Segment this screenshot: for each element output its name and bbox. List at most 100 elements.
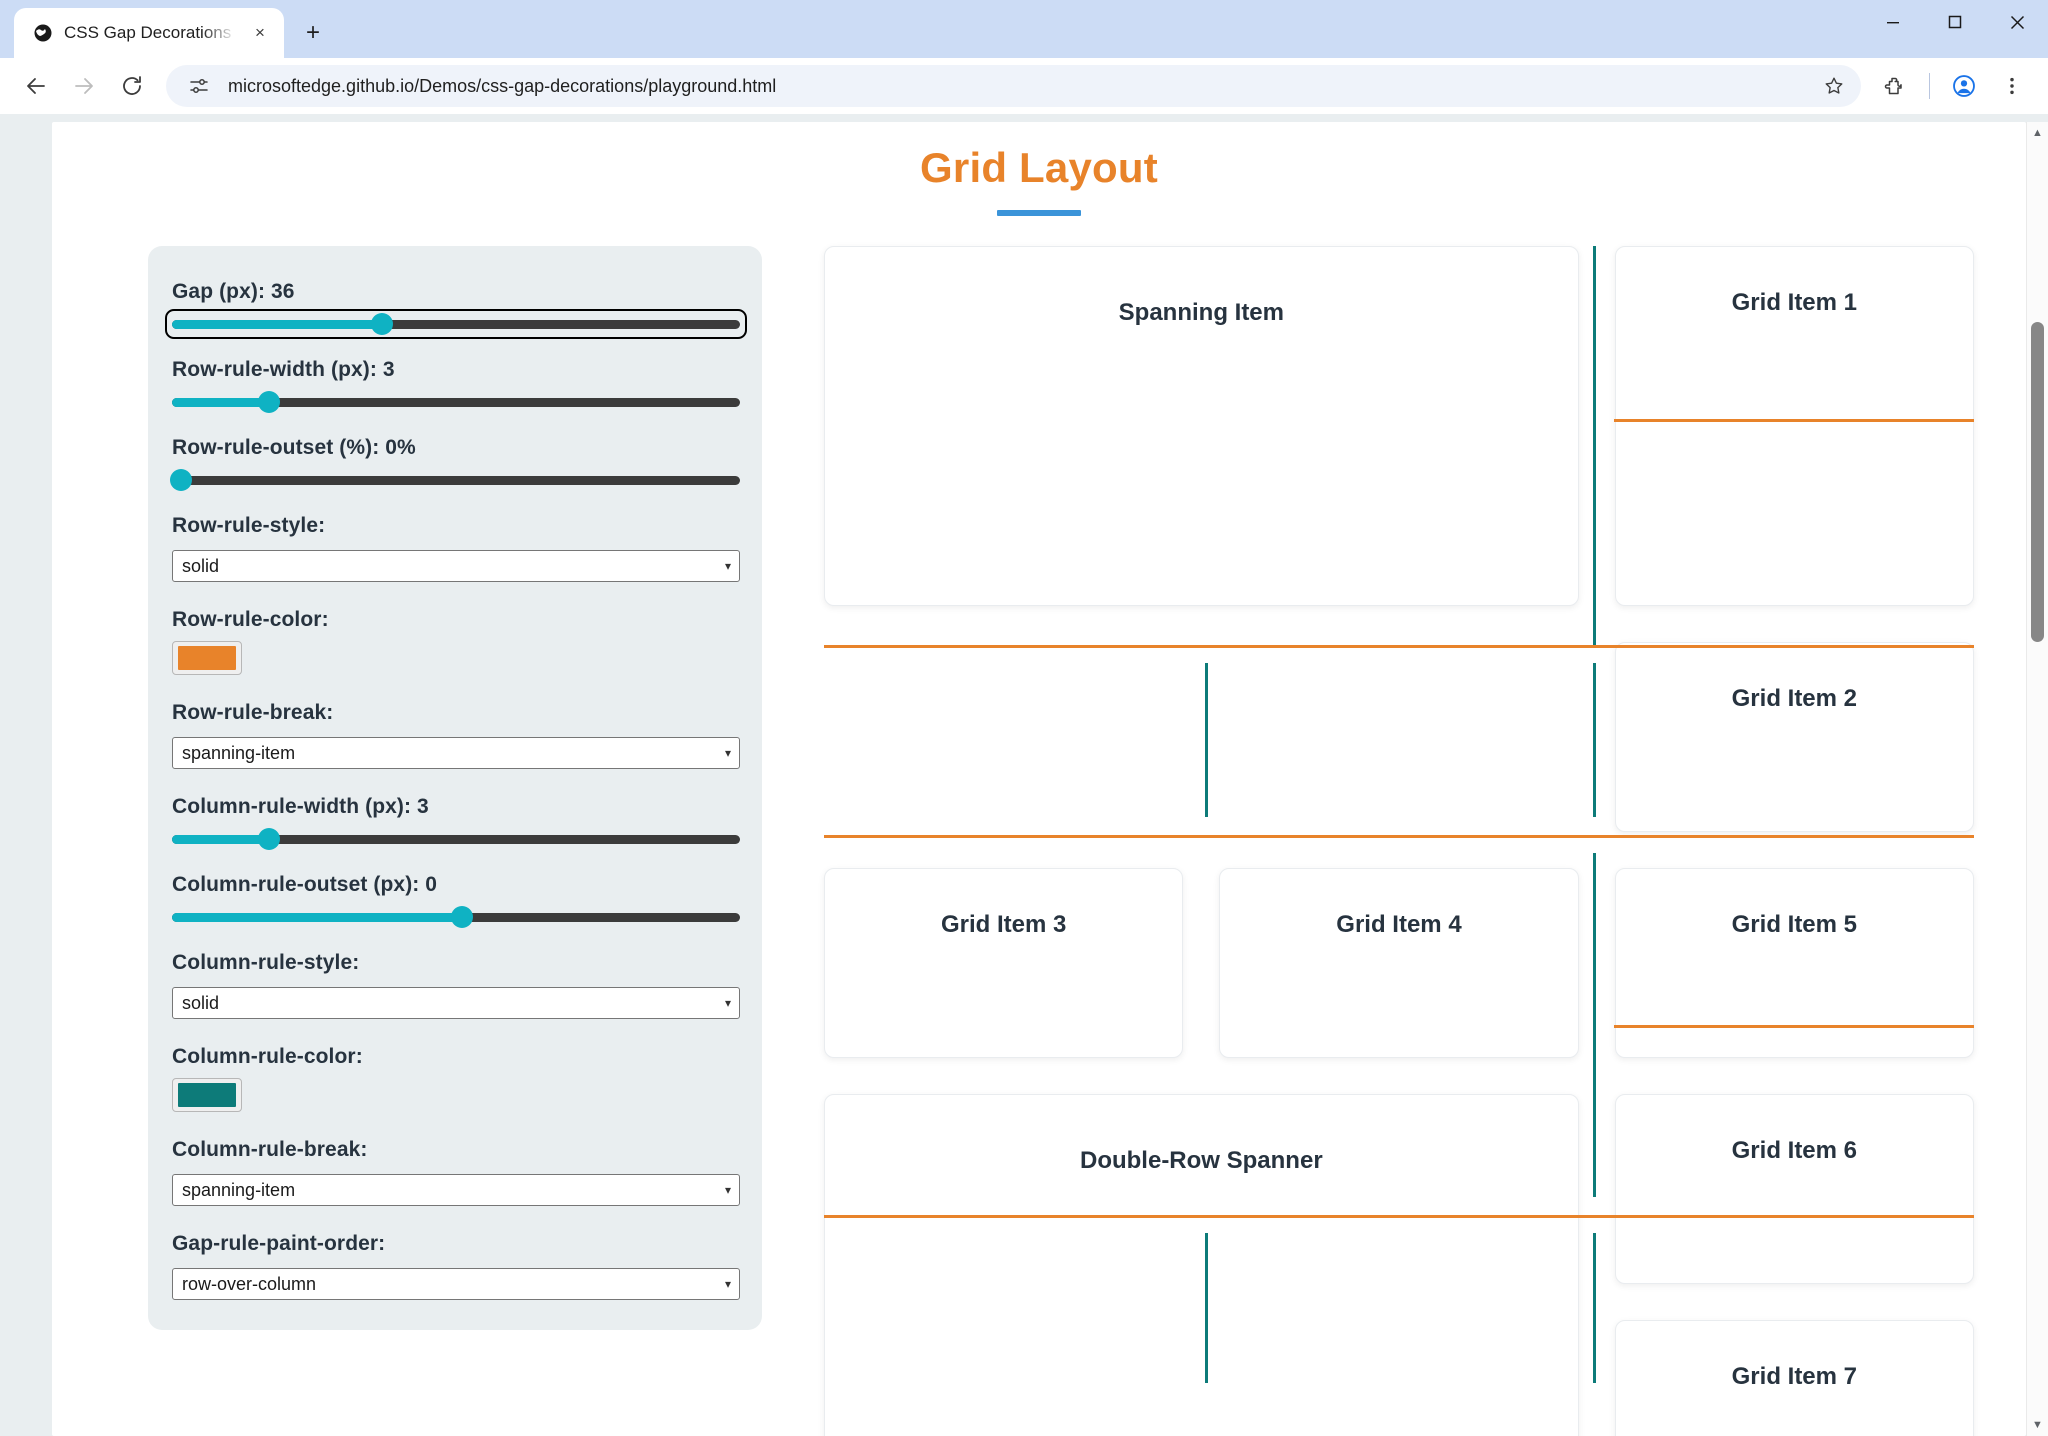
slider-thumb[interactable] — [257, 391, 280, 413]
column-rule-break-select[interactable]: spanning-item ▾ — [172, 1174, 740, 1206]
reload-icon[interactable] — [110, 64, 154, 108]
row-rule-break-select[interactable]: spanning-item ▾ — [172, 737, 740, 769]
control-label: Gap-rule-paint-order: — [172, 1232, 386, 1255]
slider-thumb[interactable] — [257, 828, 280, 850]
control-row-rule-style: Row-rule-style: solid ▾ — [172, 514, 740, 582]
slider-thumb[interactable] — [371, 313, 394, 335]
control-gap-rule-paint-order: Gap-rule-paint-order: row-over-column ▾ — [172, 1232, 740, 1300]
control-label: Gap (px): 36 — [172, 280, 295, 303]
gap-rule-paint-order-select[interactable]: row-over-column ▾ — [172, 1268, 740, 1300]
forward-icon[interactable] — [62, 64, 106, 108]
select-value: solid — [182, 555, 220, 576]
tab-title: CSS Gap Decorations playground — [64, 23, 236, 42]
slider-fill — [172, 397, 269, 407]
slider-thumb[interactable] — [450, 906, 473, 928]
control-label: Column-rule-break: — [172, 1138, 368, 1161]
control-label: Row-rule-style: — [172, 514, 326, 537]
control-column-rule-break: Column-rule-break: spanning-item ▾ — [172, 1138, 740, 1206]
scroll-up-arrow[interactable]: ▲ — [2032, 127, 2043, 139]
puzzle-piece-icon[interactable] — [1873, 64, 1917, 108]
control-gap: Gap (px): 36 — [165, 280, 747, 339]
title-bar: CSS Gap Decorations playground × + — [0, 0, 2048, 58]
slider-fill — [172, 912, 462, 922]
column-rule-outer-row6 — [1593, 1233, 1597, 1383]
control-label: Row-rule-width (px): 3 — [172, 358, 395, 381]
scrollbar-thumb[interactable] — [2031, 322, 2044, 642]
grid-empty-area-a — [824, 642, 1579, 832]
close-icon[interactable]: × — [255, 23, 265, 42]
grid-item-7: Grid Item 7 — [1614, 1320, 1974, 1436]
page-layout: Gap (px): 36 Row-rule-width (px): 3 — [92, 216, 1986, 1436]
column-rule-style-select[interactable]: solid ▾ — [172, 987, 740, 1019]
maximize-icon[interactable] — [1924, 0, 1986, 44]
column-rule-outset-slider[interactable] — [172, 906, 740, 928]
account-circle-icon[interactable] — [1942, 64, 1986, 108]
control-column-rule-outset: Column-rule-outset (px): 0 — [172, 873, 740, 928]
control-label: Column-rule-width (px): 3 — [172, 795, 429, 818]
grid-item-4: Grid Item 4 — [1219, 868, 1579, 1058]
row-rule-width-slider[interactable] — [172, 391, 740, 413]
page-content: Grid Layout Gap (px): 36 — [52, 122, 2026, 1436]
slider-track — [172, 834, 740, 844]
column-rule-inner-row6 — [1204, 1233, 1208, 1383]
column-rule-width-slider[interactable] — [172, 828, 740, 850]
slider-track — [172, 397, 740, 407]
row-rule-color-picker[interactable] — [172, 641, 242, 675]
slider-fill — [172, 834, 269, 844]
grid-item-5: Grid Item 5 — [1614, 868, 1974, 1058]
web-page: Grid Layout Gap (px): 36 — [52, 122, 2026, 1436]
grid-item-3: Grid Item 3 — [824, 868, 1184, 1058]
page-viewport: Grid Layout Gap (px): 36 — [0, 114, 2048, 1436]
chevron-down-icon: ▾ — [724, 746, 731, 760]
spanning-item: Spanning Item — [824, 246, 1579, 606]
column-rule-outer-row3 — [1593, 663, 1597, 817]
minimize-icon[interactable] — [1862, 0, 1924, 44]
control-label: Column-rule-outset (px): 0 — [172, 873, 438, 896]
new-tab-button[interactable]: + — [305, 19, 320, 46]
title-underline — [997, 210, 1081, 216]
column-rule-outer-top — [1593, 246, 1597, 645]
toolbar-divider — [1929, 73, 1930, 99]
control-column-rule-width: Column-rule-width (px): 3 — [172, 795, 740, 850]
grid-item-2: Grid Item 2 — [1614, 642, 1974, 832]
row-rule-right-col-1 — [1614, 419, 1974, 422]
chevron-down-icon: ▾ — [724, 559, 731, 573]
star-icon[interactable] — [1813, 65, 1855, 107]
control-label: Row-rule-color: — [172, 608, 329, 631]
browser-tab[interactable]: CSS Gap Decorations playground × — [14, 8, 284, 58]
row-rule-full-3 — [824, 1215, 1974, 1218]
slider-fill — [172, 319, 383, 329]
control-column-rule-color: Column-rule-color: — [172, 1045, 740, 1112]
row-rule-style-select[interactable]: solid ▾ — [172, 550, 740, 582]
tab-strip: CSS Gap Decorations playground × + — [0, 0, 334, 58]
controls-panel: Gap (px): 36 Row-rule-width (px): 3 — [148, 246, 762, 1330]
chevron-down-icon: ▾ — [724, 1183, 731, 1197]
control-label: Column-rule-color: — [172, 1045, 363, 1068]
select-value: row-over-column — [182, 1273, 317, 1294]
control-label: Row-rule-outset (%): 0% — [172, 436, 416, 459]
control-label: Column-rule-style: — [172, 951, 360, 974]
control-label: Row-rule-break: — [172, 701, 334, 724]
slider-thumb[interactable] — [169, 469, 192, 491]
double-row-spanner: Double-Row Spanner — [824, 1094, 1579, 1436]
back-icon[interactable] — [14, 64, 58, 108]
navigation-toolbar: microsoftedge.github.io/Demos/css-gap-de… — [0, 58, 2048, 114]
row-rule-outset-slider[interactable] — [169, 469, 740, 491]
control-row-rule-color: Row-rule-color: — [172, 608, 740, 675]
globe-icon — [32, 22, 54, 44]
vertical-scrollbar[interactable]: ▲ ▼ — [2026, 122, 2048, 1436]
column-rule-color-picker[interactable] — [172, 1078, 242, 1112]
close-window-icon[interactable] — [1986, 0, 2048, 44]
address-bar[interactable]: microsoftedge.github.io/Demos/css-gap-de… — [166, 65, 1861, 107]
gap-slider[interactable] — [165, 309, 747, 339]
control-column-rule-style: Column-rule-style: solid ▾ — [172, 951, 740, 1019]
window-controls — [1862, 0, 2048, 58]
page-title: Grid Layout — [920, 144, 1158, 191]
select-value: spanning-item — [182, 742, 296, 763]
grid-item-1: Grid Item 1 — [1614, 246, 1974, 606]
tune-icon[interactable] — [182, 69, 216, 103]
scroll-down-arrow[interactable]: ▼ — [2032, 1419, 2043, 1431]
grid-item-6: Grid Item 6 — [1614, 1094, 1974, 1284]
three-dot-menu-icon[interactable] — [1990, 64, 2034, 108]
